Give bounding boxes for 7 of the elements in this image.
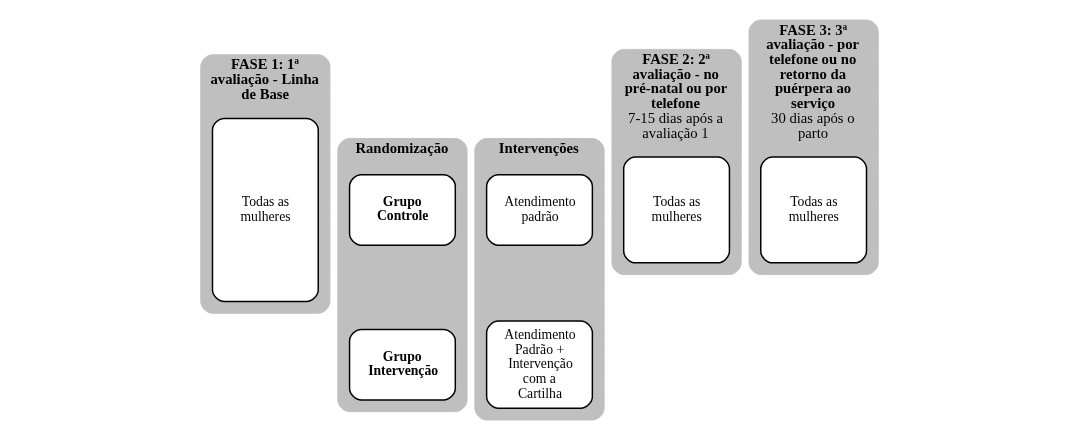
- node-box: Grupo Intervenção: [348, 328, 456, 401]
- node-box: Todas as mulheres: [211, 117, 319, 303]
- node-box: Todas as mulheres: [622, 156, 730, 264]
- node-box: Grupo Controle: [348, 174, 456, 246]
- node-box: Atendimento Padrão + Intervenção com a Cartilha: [485, 320, 593, 409]
- node-box: Todas as mulheres: [759, 156, 867, 264]
- node-box: Atendimento padrão: [485, 174, 593, 246]
